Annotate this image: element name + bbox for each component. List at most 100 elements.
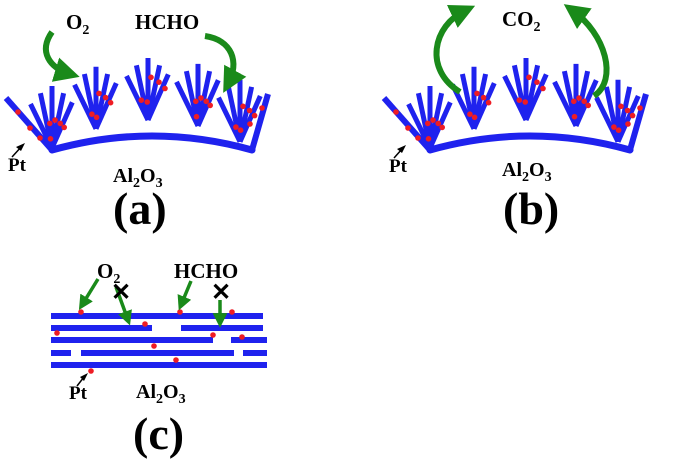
support-arm: [381, 96, 433, 152]
co2-label: CO2: [502, 7, 541, 35]
pt-label: Pt: [69, 383, 88, 404]
o2-label: O2: [66, 10, 89, 38]
pt-particle: [233, 124, 239, 130]
support-branch: [523, 73, 549, 122]
pt-particle: [102, 94, 109, 101]
alumina-label: Al2O3: [502, 159, 552, 185]
alumina-support-layered: [51, 313, 267, 368]
layer-3b: [231, 337, 267, 343]
co2-outflow-arrow-right: [563, 4, 610, 99]
pt-particle: [162, 85, 168, 92]
pt-particle: [207, 102, 213, 109]
layer-4a: [51, 350, 71, 356]
pt-label: Pt: [8, 155, 27, 176]
hcho-arrow-surface: [177, 280, 193, 311]
alumina-label: Al2O3: [113, 165, 163, 191]
pt-particle: [247, 121, 253, 127]
support-branch: [615, 94, 641, 143]
pt-particle: [415, 135, 421, 141]
pt-particle: [57, 120, 63, 127]
pt-particle: [93, 114, 100, 121]
pt-particle: [625, 121, 631, 127]
pt-particle: [425, 120, 431, 127]
pt-particle: [534, 79, 540, 85]
pt-particle: [203, 98, 209, 105]
support-base: [426, 132, 634, 154]
support-arm: [249, 93, 271, 151]
pt-particle: [522, 99, 528, 105]
support-branch: [93, 82, 119, 130]
pt-particle: [240, 103, 246, 110]
panel-c: ✕ ✕ O2 HCHO Pt Al2O3 (c): [51, 259, 267, 459]
hcho-label: HCHO: [174, 259, 238, 283]
pt-particle: [571, 98, 577, 105]
pt-particle: [148, 74, 154, 81]
pt-particle: [37, 135, 43, 141]
pt-particle: [618, 103, 624, 110]
pt-particle: [467, 111, 473, 117]
support-arm: [627, 93, 649, 151]
pt-particle: [430, 117, 436, 123]
pt-pointer: [76, 376, 85, 387]
pt-particle: [637, 105, 643, 111]
blocked-mark-hcho: ✕: [211, 280, 231, 306]
pt-particle: [471, 114, 478, 121]
pt-particle: [27, 125, 33, 131]
pt-particle: [581, 98, 587, 105]
layer-4b: [81, 350, 234, 356]
pt-particle: [237, 127, 244, 133]
pt-particle: [585, 102, 591, 109]
hcho-label: HCHO: [135, 10, 199, 34]
o2-arrow-surface: [78, 278, 100, 311]
blocked-mark-o2: ✕: [111, 280, 131, 306]
support-branch: [471, 82, 497, 130]
pt-particle: [474, 90, 480, 97]
pt-particle: [15, 109, 21, 115]
pt-particle: [193, 113, 200, 120]
pt-particles: [54, 309, 245, 374]
support-arm: [3, 96, 55, 152]
pt-particle: [156, 79, 162, 85]
pt-particle: [96, 90, 102, 97]
layer-2b: [181, 325, 263, 331]
panel-a: O2 HCHO Pt Al2O3 (a): [3, 10, 271, 234]
hcho-inflow-arrow: [204, 33, 247, 93]
panel-label-b: (b): [503, 183, 559, 234]
pt-particle: [138, 97, 145, 103]
panel-label-c: (c): [133, 408, 184, 459]
pt-particle: [405, 125, 411, 131]
pt-pointer-head: [16, 143, 25, 151]
layer-1: [51, 313, 263, 319]
alumina-label: Al2O3: [136, 381, 186, 407]
pt-particle: [540, 85, 546, 92]
pt-particles: [393, 74, 643, 142]
layer-2a: [51, 325, 152, 331]
pt-particle: [516, 97, 523, 103]
pt-particle: [144, 99, 150, 105]
pt-particle: [193, 98, 199, 105]
panel-b: CO2 Pt Al2O3 (b): [381, 4, 649, 234]
pt-particle: [47, 120, 53, 127]
pt-particle: [425, 136, 432, 142]
pt-particle: [571, 113, 578, 120]
pt-particle: [259, 105, 265, 111]
pt-particle: [629, 112, 636, 119]
co2-outflow-arrow-left: [433, 5, 476, 95]
support-branch: [145, 73, 171, 122]
o2-label: O2: [97, 259, 120, 287]
pt-particle: [576, 95, 582, 101]
support-base: [48, 132, 256, 154]
pt-particle: [611, 124, 617, 130]
pt-particle: [624, 107, 631, 114]
pt-particle: [615, 127, 622, 133]
pt-particle: [439, 124, 446, 131]
pt-particle: [485, 99, 492, 106]
pt-particle: [107, 99, 114, 106]
pt-particle: [198, 95, 204, 101]
pt-particle: [61, 124, 67, 131]
pt-particle: [251, 112, 258, 119]
pt-particle: [52, 117, 58, 123]
support-branch: [237, 94, 263, 143]
pt-particle: [393, 109, 399, 115]
